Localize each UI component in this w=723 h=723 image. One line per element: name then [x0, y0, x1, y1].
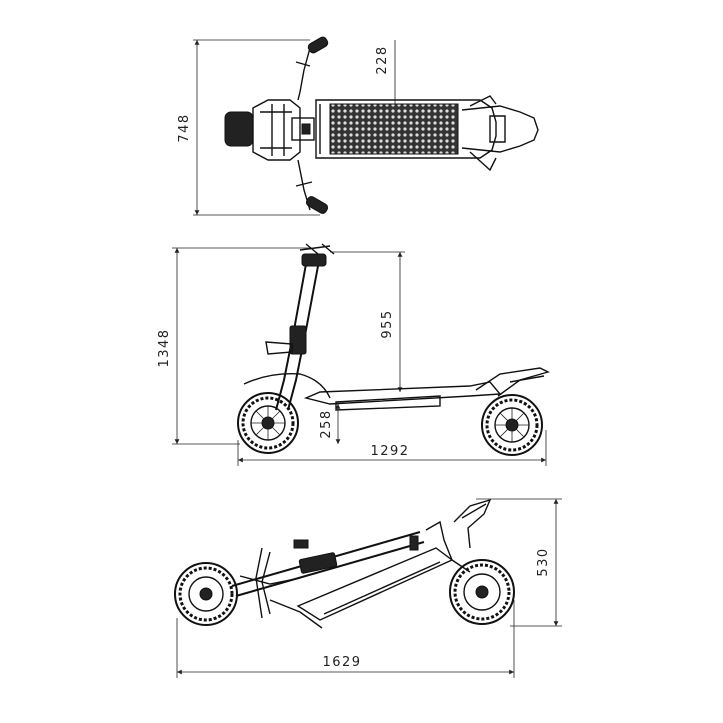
folded-view: 530 1629	[174, 498, 562, 678]
dimension-1292-label: 1292	[370, 444, 409, 459]
dimension-955-label: 955	[380, 309, 395, 338]
side-view: 1348 955 258 1292	[157, 243, 550, 466]
folded-front-wheel	[174, 562, 238, 626]
dimension-1292: 1292	[237, 430, 547, 466]
front-wheel	[237, 392, 299, 454]
dimension-1348-label: 1348	[157, 328, 172, 367]
dimension-1348: 1348	[157, 247, 312, 445]
dimension-1629-label: 1629	[322, 655, 361, 670]
dimension-228-label: 228	[375, 45, 390, 74]
dimension-748: 748	[177, 39, 320, 216]
top-view: 748 228	[177, 36, 539, 216]
dimension-1629: 1629	[176, 600, 515, 678]
dimension-530: 530	[476, 498, 562, 627]
dimension-748-label: 748	[177, 113, 192, 142]
dimension-258: 258	[319, 404, 341, 444]
rear-wheel	[481, 394, 543, 456]
dimension-258-label: 258	[319, 409, 334, 438]
dimension-955: 955	[330, 251, 405, 392]
folded-rear-wheel	[449, 559, 515, 625]
dimension-530-label: 530	[536, 547, 551, 576]
